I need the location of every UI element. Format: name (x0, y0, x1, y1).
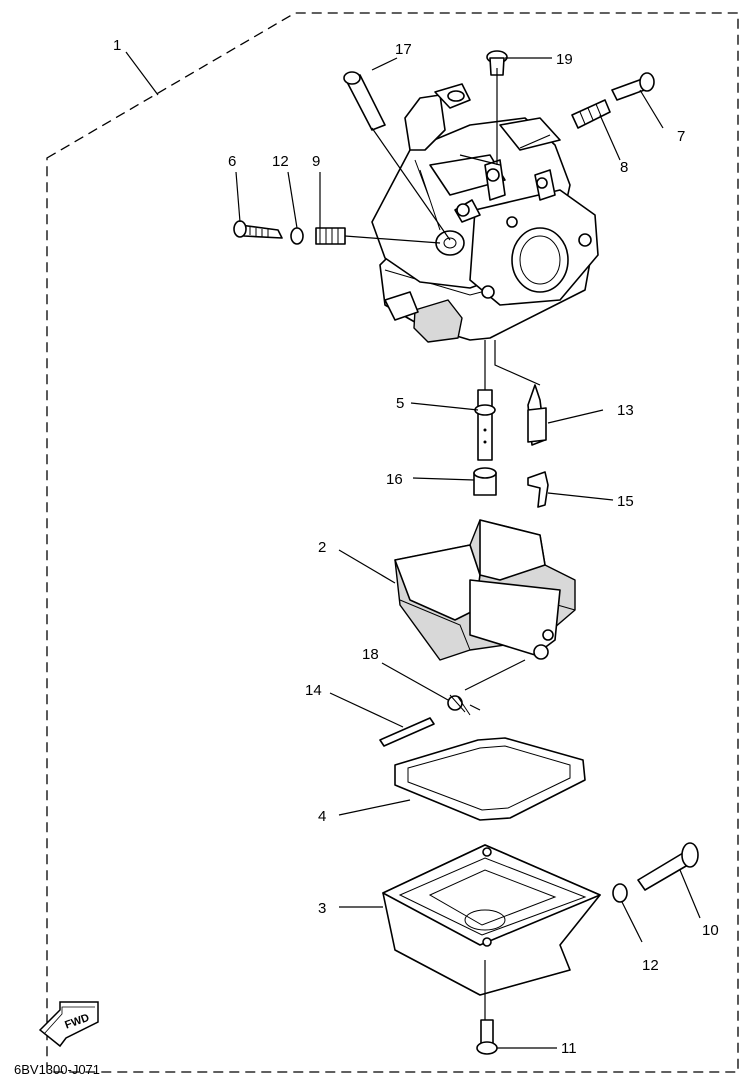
o-ring-bottom (612, 883, 628, 903)
needle-clip (527, 471, 549, 508)
callout-5: 5 (396, 395, 404, 412)
callout-8: 8 (620, 159, 628, 176)
callout-3: 3 (318, 900, 326, 917)
assembly-boundary (46, 12, 739, 1073)
pilot-spring (315, 227, 346, 245)
callout-4: 4 (318, 808, 326, 825)
callout-17: 17 (395, 41, 412, 58)
callout-12a: 12 (272, 153, 289, 170)
callout-18: 18 (362, 646, 379, 663)
screw-bottom (476, 1019, 498, 1055)
callout-16: 16 (386, 471, 403, 488)
float (394, 519, 576, 661)
needle-valve (527, 384, 547, 446)
callout-7: 7 (677, 128, 685, 145)
throttle-spring (571, 99, 611, 129)
callout-19: 19 (556, 51, 573, 68)
main-nozzle (474, 389, 496, 461)
pilot-screw (233, 220, 283, 239)
callout-13: 13 (617, 402, 634, 419)
callout-14: 14 (305, 682, 322, 699)
float-spring (447, 694, 471, 716)
leader-lines (125, 51, 701, 1049)
diagram-code: 6BV1300-J071 (14, 1062, 100, 1077)
o-ring-top (290, 227, 304, 245)
drain-screw (637, 842, 699, 891)
screw-top (486, 50, 508, 76)
fwd-arrow-icon: FWD (38, 1001, 99, 1048)
float-pin (379, 717, 435, 747)
main-jet (473, 467, 497, 496)
callout-9: 9 (312, 153, 320, 170)
gasket (394, 737, 586, 821)
callout-12b: 12 (642, 957, 659, 974)
carburetor-body (371, 83, 599, 343)
jet-screw (343, 71, 386, 131)
callout-10: 10 (702, 922, 719, 939)
callout-11: 11 (561, 1040, 577, 1057)
callout-6: 6 (228, 153, 236, 170)
float-bowl (382, 844, 601, 996)
callout-15: 15 (617, 493, 634, 510)
callout-1: 1 (113, 37, 121, 54)
callout-2: 2 (318, 539, 326, 556)
throttle-stop-screw (611, 72, 655, 101)
